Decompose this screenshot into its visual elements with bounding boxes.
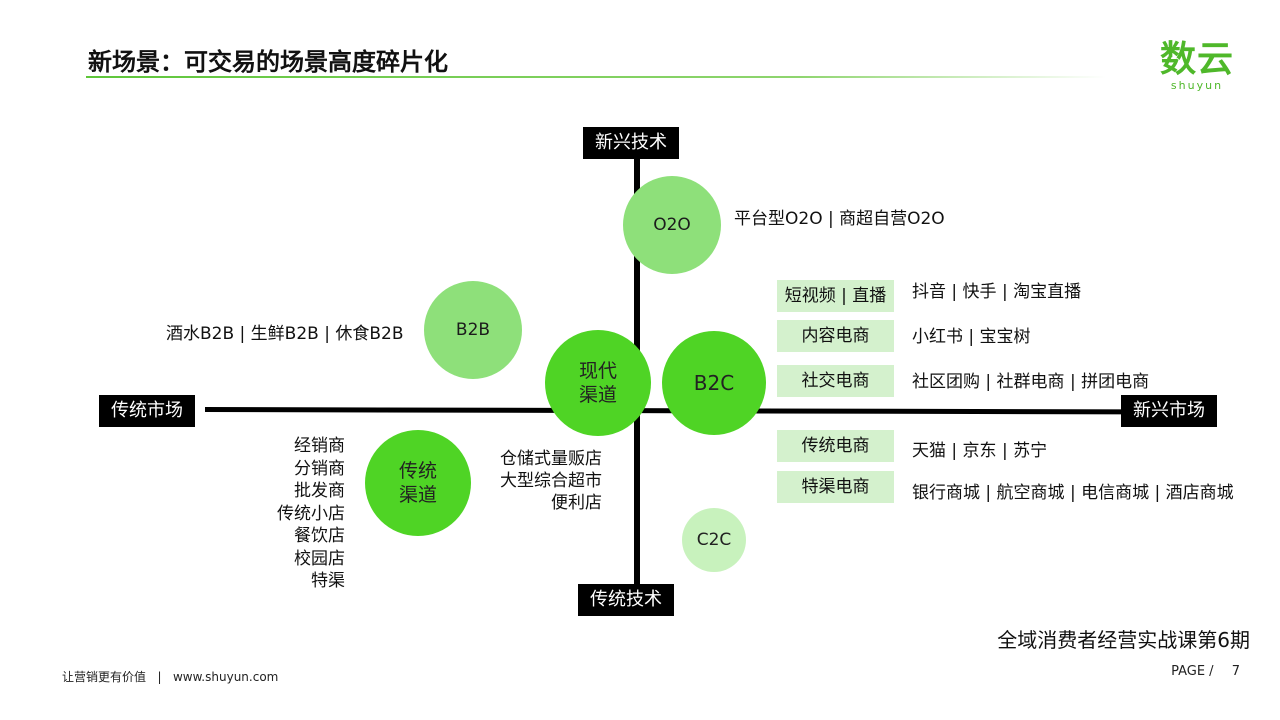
bubble-b2c-label: B2C: [693, 371, 735, 395]
text-traditional-ecommerce: 天猫 | 京东 | 苏宁: [912, 441, 1048, 461]
bubble-modern-channel: 现代 渠道: [545, 330, 651, 436]
text-short-video-live: 抖音 | 快手 | 淘宝直播: [912, 282, 1082, 302]
logo-main-text: 数云: [1159, 39, 1234, 80]
bubble-traditional-line2: 渠道: [398, 484, 437, 506]
bubble-c2c-label: C2C: [696, 530, 732, 550]
page-label: PAGE /: [1171, 664, 1214, 679]
footer-separator: |: [157, 670, 162, 684]
footer-url[interactable]: www.shuyun.com: [172, 670, 279, 684]
axis-label-traditional-tech: 传统技术: [578, 584, 674, 616]
traditional-channel-list: 经销商 分销商 批发商 传统小店 餐饮店 校园店 特渠: [277, 435, 345, 593]
bubble-b2b: B2B: [424, 281, 522, 379]
list-item: 校园店: [294, 548, 345, 569]
page-indicator: PAGE / 7: [1171, 664, 1240, 679]
modern-channel-list: 仓储式量贩店 大型综合超市 便利店: [500, 448, 602, 514]
bubble-c2c: C2C: [682, 508, 746, 572]
list-item: 便利店: [551, 493, 602, 513]
list-item: 仓储式量贩店: [500, 449, 602, 469]
tag-special-channel-ecommerce: 特渠电商: [777, 471, 894, 503]
bubble-o2o-label: O2O: [653, 215, 691, 235]
bubble-modern-line2: 渠道: [578, 384, 617, 406]
bubble-b2b-label: B2B: [455, 320, 491, 340]
axis-label-emerging-market: 新兴市场: [1121, 395, 1217, 427]
list-item: 餐饮店: [294, 526, 345, 546]
tag-short-video-live: 短视频 | 直播: [777, 280, 894, 312]
list-item: 分销商: [294, 458, 345, 479]
footer-slogan: 让营销更有价值: [62, 670, 147, 684]
text-content-ecommerce: 小红书 | 宝宝树: [912, 327, 1031, 347]
text-special-channel-ecommerce: 银行商城 | 航空商城 | 电信商城 | 酒店商城: [912, 483, 1234, 503]
title-underline: [86, 76, 1106, 78]
bubble-b2c: B2C: [662, 331, 766, 435]
bubble-traditional-channel: 传统 渠道: [365, 430, 471, 536]
tag-traditional-ecommerce: 传统电商: [777, 430, 894, 462]
list-item: 传统小店: [277, 503, 345, 524]
b2b-description: 酒水B2B | 生鲜B2B | 休食B2B: [166, 324, 404, 344]
axis-label-traditional-market: 传统市场: [99, 395, 195, 427]
page-number: 7: [1231, 664, 1240, 679]
shuyun-logo: 数云 shuyun: [1152, 40, 1242, 92]
list-item: 特渠: [311, 571, 345, 591]
list-item: 经销商: [294, 436, 345, 456]
tag-content-ecommerce: 内容电商: [777, 320, 894, 352]
bubble-traditional-line1: 传统: [398, 460, 437, 482]
bubble-modern-line1: 现代: [578, 360, 617, 382]
logo-sub-text: shuyun: [1170, 79, 1224, 92]
axis-label-emerging-tech: 新兴技术: [583, 127, 679, 159]
course-title: 全域消费者经营实战课第6期: [997, 628, 1250, 652]
list-item: 批发商: [294, 481, 345, 501]
o2o-description: 平台型O2O | 商超自营O2O: [734, 209, 945, 229]
bubble-o2o: O2O: [623, 176, 721, 274]
page-title: 新场景：可交易的场景高度碎片化: [88, 48, 448, 76]
text-social-ecommerce: 社区团购 | 社群电商 | 拼团电商: [912, 372, 1150, 392]
footer-slogan-url: 让营销更有价值 | www.shuyun.com: [62, 668, 278, 685]
tag-social-ecommerce: 社交电商: [777, 365, 894, 397]
list-item: 大型综合超市: [500, 471, 602, 491]
